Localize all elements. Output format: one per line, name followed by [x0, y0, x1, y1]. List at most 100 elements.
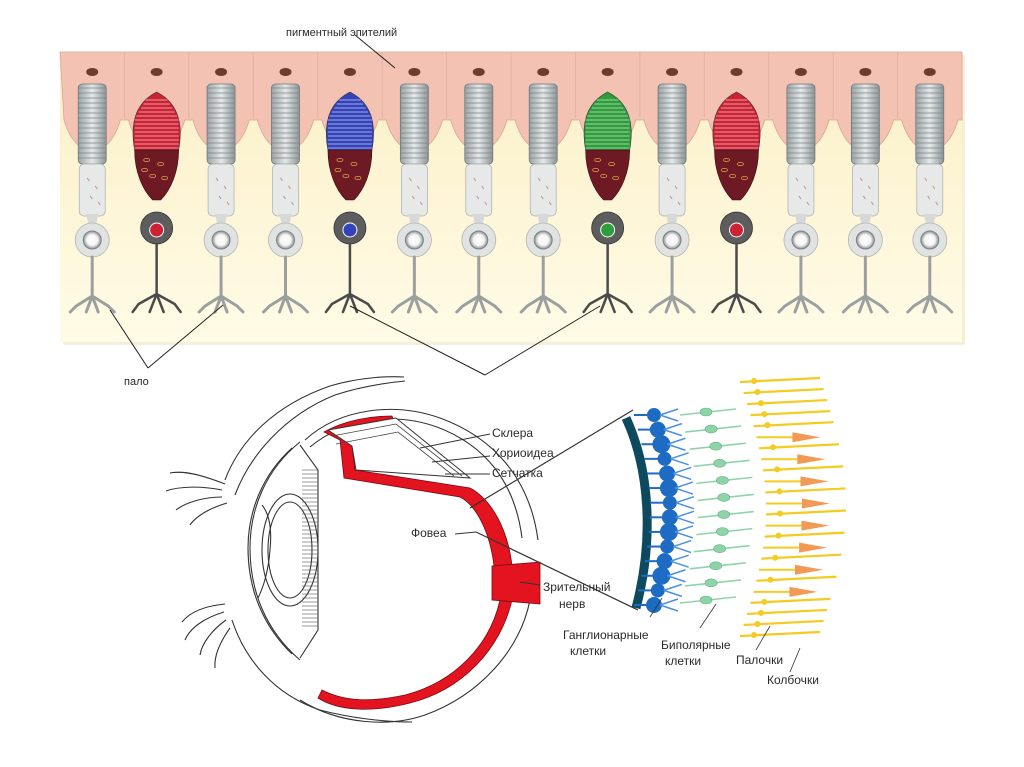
rod-neck — [923, 214, 936, 224]
rod-axon-terminal — [777, 255, 825, 314]
ganglion-soma — [652, 566, 671, 585]
rod-mitochondrion — [86, 177, 90, 182]
rod-mitochondrion — [280, 177, 283, 182]
epithelium-nucleus — [408, 68, 421, 76]
label-pigment-epithelium: пигментный эпителий — [286, 27, 398, 39]
rod-mitochondrion — [408, 177, 412, 182]
bipolar-soma — [713, 458, 726, 468]
rod-soma-detail — [761, 598, 768, 605]
ganglion-cells — [634, 408, 695, 613]
leader-epithelium — [354, 34, 396, 69]
cone-mitochondrion — [336, 157, 344, 162]
cone-inner-segment — [585, 149, 630, 201]
cone-mitochondrion — [354, 175, 362, 180]
rod-mitochondrion — [932, 185, 936, 190]
rod-soma-detail — [772, 554, 779, 561]
cone-nucleus — [729, 222, 744, 238]
rod-soma-detail — [764, 422, 771, 429]
cutaway-flap — [326, 417, 472, 479]
ganglion-soma — [646, 597, 662, 613]
leader-lines-eye — [419, 409, 639, 611]
rod-soma-detail — [758, 609, 765, 616]
leader-lines-detail — [649, 597, 801, 673]
photoreceptor-cells — [68, 83, 954, 314]
ganglion-dendrite — [659, 598, 679, 612]
lower-eyelashes — [181, 603, 231, 669]
rod-nucleus — [662, 230, 682, 250]
rod-mitochondrion — [859, 177, 863, 182]
rod-soma-detail — [754, 620, 761, 627]
inner-limiting-membrane — [621, 416, 652, 610]
rod-axon-terminal — [455, 255, 503, 314]
label-fovea: Фовеа — [411, 526, 447, 540]
ganglion-soma — [649, 421, 666, 438]
rod-neck — [215, 214, 228, 224]
epithelium-nucleus — [666, 68, 679, 76]
rod-neck — [408, 214, 421, 224]
ganglion-dendrite — [672, 539, 692, 554]
rod-soma-detail — [751, 632, 757, 638]
bipolar-soma — [704, 578, 718, 588]
bipolar-soma — [717, 510, 731, 519]
rod-soma-detail — [751, 378, 757, 384]
label-choroid: Хориоидеа — [492, 446, 554, 460]
rod-mitochondrion — [94, 185, 98, 190]
rod-axon-terminal — [648, 255, 696, 314]
cone-outer-detail — [789, 586, 818, 597]
cone-axon-terminal — [711, 242, 762, 314]
ganglion-soma — [659, 522, 678, 541]
epithelium-nucleus — [601, 68, 614, 76]
rod-neck — [86, 214, 99, 224]
fovea-to-detail-line-top — [469, 409, 634, 509]
ganglion-dendrite — [670, 452, 689, 466]
cone-mitochondrion — [149, 173, 157, 178]
ganglion-dendrite — [659, 408, 679, 422]
rod-soma-detail — [761, 411, 768, 418]
rod-soma-detail — [770, 444, 777, 451]
ganglion-dendrite — [667, 437, 686, 451]
label-rods: Палочки — [736, 653, 784, 667]
rod-cell — [841, 83, 889, 314]
rod-cell — [390, 83, 438, 314]
leader-lines-strip — [109, 34, 601, 376]
rod-nucleus — [404, 230, 424, 250]
cone-mitochondrion — [721, 167, 728, 172]
cone-outer-detail — [801, 520, 830, 531]
rod-neck — [666, 214, 679, 224]
rod-nucleus — [211, 230, 231, 250]
rod-nucleus — [791, 230, 811, 250]
upper-eyelashes — [165, 471, 228, 526]
fovea-to-detail-line — [475, 531, 639, 611]
rod-mitochondrion — [666, 177, 670, 182]
rod-axon-terminal — [262, 255, 309, 314]
rod-neck — [472, 214, 485, 224]
bipolar-soma — [713, 544, 726, 554]
cone-nucleus — [342, 222, 358, 238]
bipolar-soma — [717, 493, 731, 502]
cone-mitochondrion — [600, 173, 608, 178]
cone-mitochondrion — [157, 161, 165, 166]
rod-nucleus — [533, 230, 553, 250]
rods-and-cones-layer — [739, 376, 846, 638]
rod-cell — [455, 83, 503, 314]
rod-mitochondrion — [481, 185, 485, 190]
cone-mitochondrion — [143, 157, 151, 162]
rod-mitochondrion — [97, 201, 101, 206]
rod-soma-detail — [776, 488, 783, 495]
label-rods-partial: пало — [124, 376, 149, 388]
rod-axon-terminal — [197, 255, 245, 314]
label-bipolar-2: клетки — [665, 654, 702, 668]
epithelium-nucleus — [859, 68, 872, 76]
cone-mitochondrion — [612, 175, 620, 180]
rod-mitochondrion — [226, 201, 230, 206]
rod-mitochondrion — [288, 185, 291, 190]
epithelium-nucleus — [150, 68, 163, 76]
rod-soma-detail — [754, 389, 761, 396]
epithelium-nucleus — [279, 68, 292, 76]
cone-mitochondrion — [737, 161, 744, 166]
rod-mitochondrion — [291, 201, 294, 206]
rod-mitochondrion — [677, 201, 681, 206]
